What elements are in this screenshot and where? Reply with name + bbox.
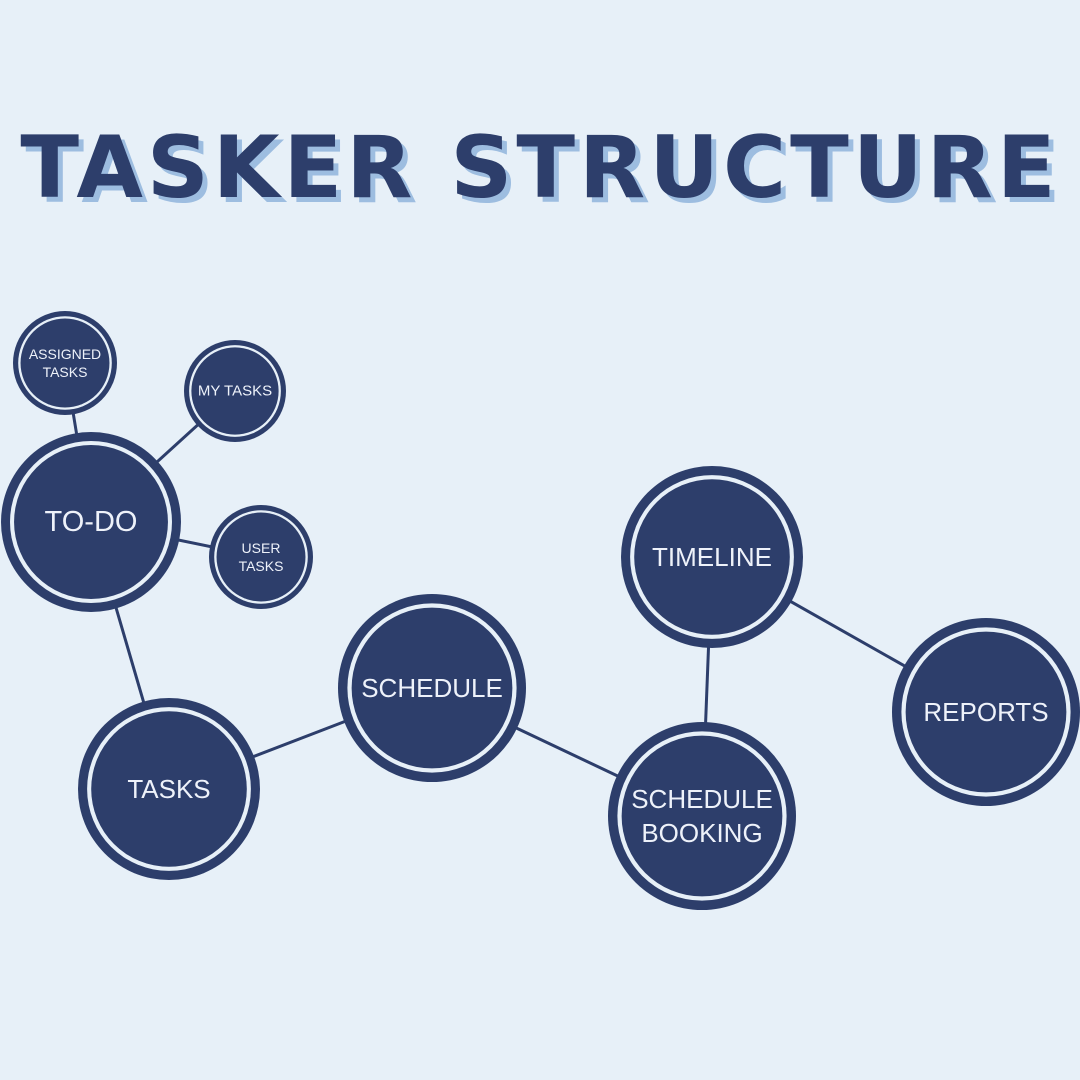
node-fill (91, 711, 247, 867)
node-label: BOOKING (641, 818, 762, 848)
node-label: ASSIGNED (29, 346, 101, 362)
node-label: TASKS (43, 364, 88, 380)
node-mytasks[interactable]: MY TASKS (184, 340, 286, 442)
node-label: TASKS (127, 774, 210, 804)
node-label: MY TASKS (198, 383, 272, 400)
node-schedule[interactable]: SCHEDULE (338, 594, 526, 782)
node-fill (20, 318, 110, 408)
node-fill (351, 607, 513, 769)
node-timeline[interactable]: TIMELINE (621, 466, 803, 648)
node-label: TO-DO (45, 506, 138, 538)
node-assigned[interactable]: ASSIGNED TASKS (13, 311, 117, 415)
node-fill (14, 445, 168, 599)
node-label: USER (242, 540, 281, 556)
node-booking[interactable]: SCHEDULE BOOKING (608, 722, 796, 910)
node-fill (634, 479, 790, 635)
node-fill (905, 631, 1067, 793)
node-label: REPORTS (923, 697, 1048, 727)
node-fill (621, 735, 783, 897)
node-todo[interactable]: TO-DO (1, 432, 181, 612)
diagram-title: TASKER STRUCTURE (20, 118, 1060, 218)
node-fill (191, 347, 279, 435)
node-label: TASKS (239, 558, 284, 574)
node-fill (216, 512, 306, 602)
node-reports[interactable]: REPORTS (892, 618, 1080, 806)
node-label: TIMELINE (652, 542, 772, 572)
node-label: SCHEDULE (361, 673, 503, 703)
node-usertasks[interactable]: USER TASKS (209, 505, 313, 609)
node-tasks[interactable]: TASKS (78, 698, 260, 880)
node-label: SCHEDULE (631, 784, 773, 814)
